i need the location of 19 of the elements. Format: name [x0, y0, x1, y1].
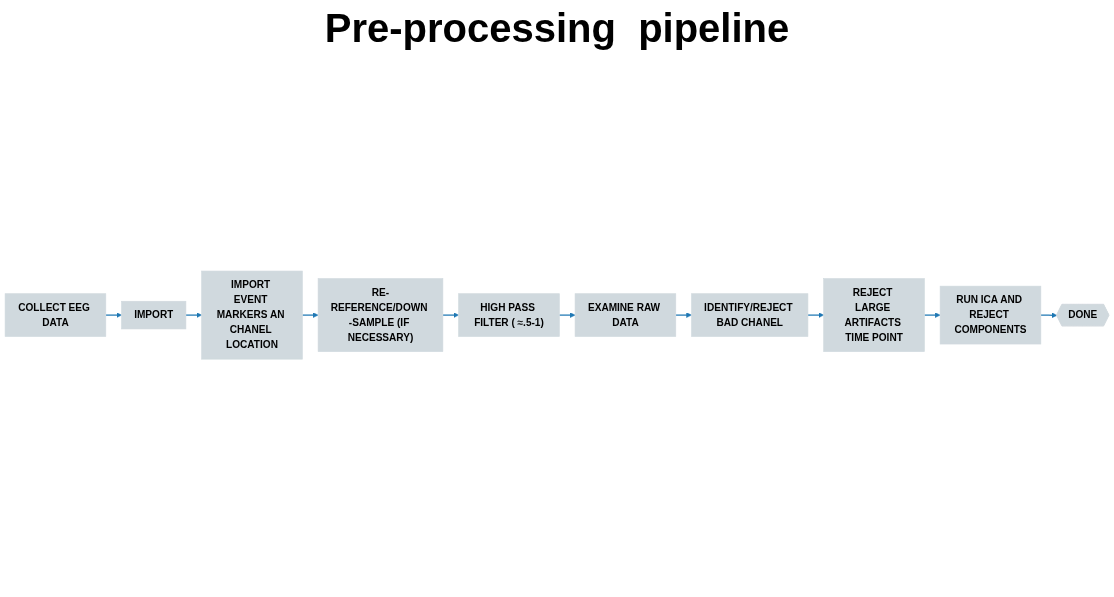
node-box: REJECT LARGE ARTIFACTS TIME POINT — [823, 278, 925, 352]
arrow — [558, 312, 576, 318]
diagram-title: Pre-processing pipeline — [323, 6, 791, 51]
node-box: IDENTIFY/REJECT BAD CHANEL — [691, 293, 809, 337]
node-box: IMPORT — [121, 300, 187, 330]
node-box: IMPORT EVENT MARKERS AN CHANEL LOCATION — [201, 270, 303, 360]
node-box: RE-REFERENCE/DOWN -SAMPLE (IF NECESSARY) — [317, 278, 444, 352]
node-box: HIGH PASS FILTER ( ≈.5-1) — [458, 293, 560, 337]
arrow — [1040, 312, 1058, 318]
arrow — [185, 312, 202, 318]
arrow — [301, 312, 319, 318]
arrow — [105, 312, 122, 318]
node-box: RUN ICA AND REJECT COMPONENTS — [939, 285, 1042, 345]
arrow — [923, 312, 941, 318]
arrow — [442, 312, 459, 318]
node-box: COLLECT EEG DATA — [4, 293, 107, 337]
arrow — [675, 312, 692, 318]
node-box: EXAMINE RAW DATA — [574, 293, 677, 337]
arrow — [807, 312, 824, 318]
